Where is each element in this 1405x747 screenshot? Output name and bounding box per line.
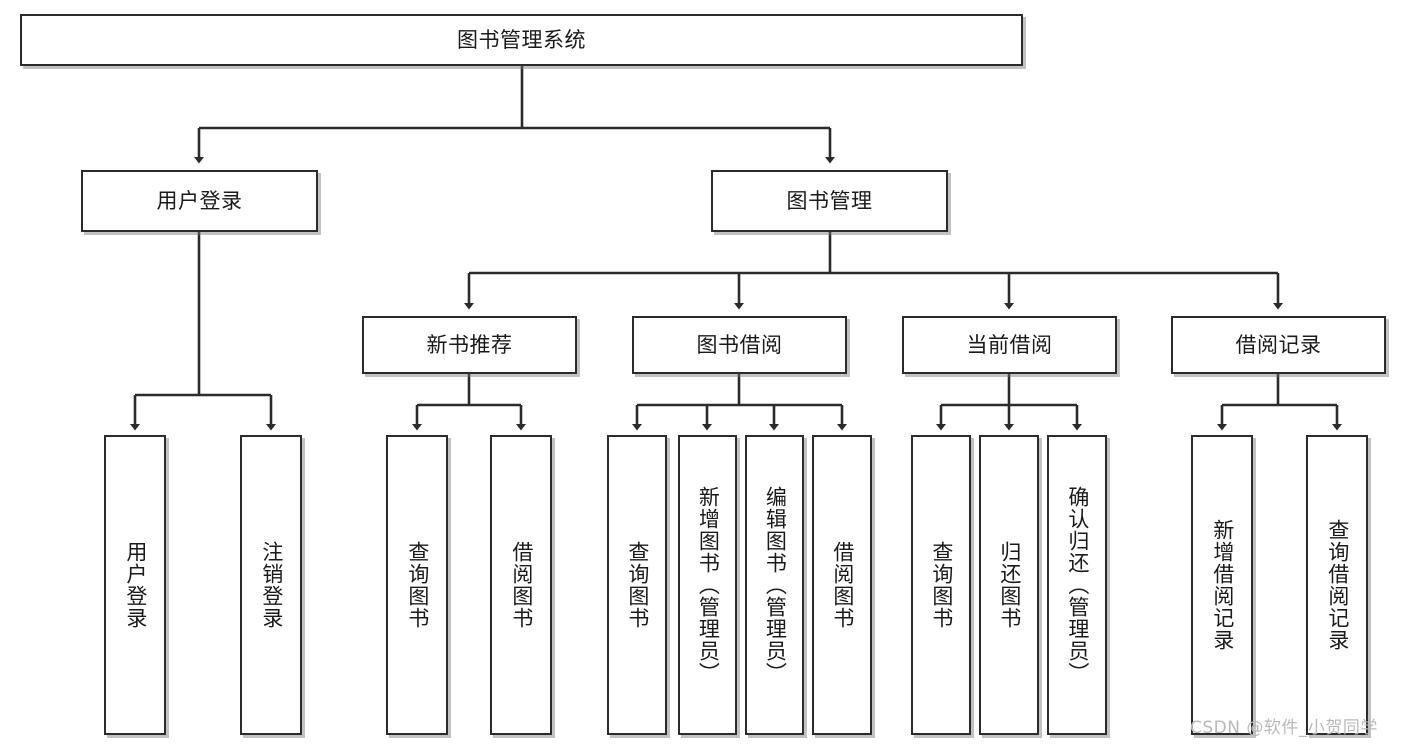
node-current-borrow[interactable]: 当前借阅 [902,316,1117,374]
node-leaf-borrow-book-2[interactable]: 借阅图书 [812,435,872,735]
node-leaf-query-book-1-label: 查询图书 [405,541,430,629]
node-leaf-edit-book-label: 编辑图书（管理员） [763,486,788,684]
node-leaf-add-record-label: 新增借阅记录 [1210,519,1235,651]
node-leaf-borrow-book-2-label: 借阅图书 [830,541,855,629]
node-leaf-query-book-1[interactable]: 查询图书 [386,435,448,735]
node-leaf-return-book-label: 归还图书 [997,541,1022,629]
node-leaf-query-book-3[interactable]: 查询图书 [911,435,971,735]
node-new-book-rec-label: 新书推荐 [426,332,513,357]
node-leaf-borrow-book-1[interactable]: 借阅图书 [490,435,552,735]
node-leaf-query-record-label: 查询借阅记录 [1325,519,1350,651]
node-user-login-label: 用户登录 [156,188,243,213]
node-leaf-add-book[interactable]: 新增图书（管理员） [678,435,737,735]
node-book-manage[interactable]: 图书管理 [711,170,948,232]
node-current-borrow-label: 当前借阅 [966,332,1053,357]
node-new-book-rec[interactable]: 新书推荐 [362,316,577,374]
node-leaf-query-book-2-label: 查询图书 [625,541,650,629]
node-leaf-query-book-2[interactable]: 查询图书 [607,435,667,735]
node-root[interactable]: 图书管理系统 [20,14,1023,66]
node-leaf-return-book[interactable]: 归还图书 [979,435,1039,735]
node-borrow-record-label: 借阅记录 [1235,332,1322,357]
node-leaf-query-book-3-label: 查询图书 [929,541,954,629]
node-book-borrow[interactable]: 图书借阅 [632,316,847,374]
node-leaf-logout[interactable]: 注销登录 [240,435,302,735]
node-borrow-record[interactable]: 借阅记录 [1171,316,1386,374]
node-leaf-query-record[interactable]: 查询借阅记录 [1306,435,1368,735]
node-leaf-edit-book[interactable]: 编辑图书（管理员） [745,435,804,735]
node-user-login[interactable]: 用户登录 [81,170,318,232]
node-leaf-borrow-book-1-label: 借阅图书 [509,541,534,629]
node-leaf-confirm-return[interactable]: 确认归还（管理员） [1047,435,1107,735]
node-leaf-user-login[interactable]: 用户登录 [104,435,166,735]
node-leaf-logout-label: 注销登录 [259,541,284,629]
node-leaf-user-login-label: 用户登录 [123,541,148,629]
node-leaf-confirm-return-label: 确认归还（管理员） [1065,486,1090,684]
node-leaf-add-record[interactable]: 新增借阅记录 [1191,435,1253,735]
node-root-label: 图书管理系统 [457,27,586,52]
node-leaf-add-book-label: 新增图书（管理员） [696,486,721,684]
csdn-watermark: CSDN @软件_小贺同学 [1190,718,1378,738]
node-book-borrow-label: 图书借阅 [696,332,783,357]
node-book-manage-label: 图书管理 [786,188,873,213]
